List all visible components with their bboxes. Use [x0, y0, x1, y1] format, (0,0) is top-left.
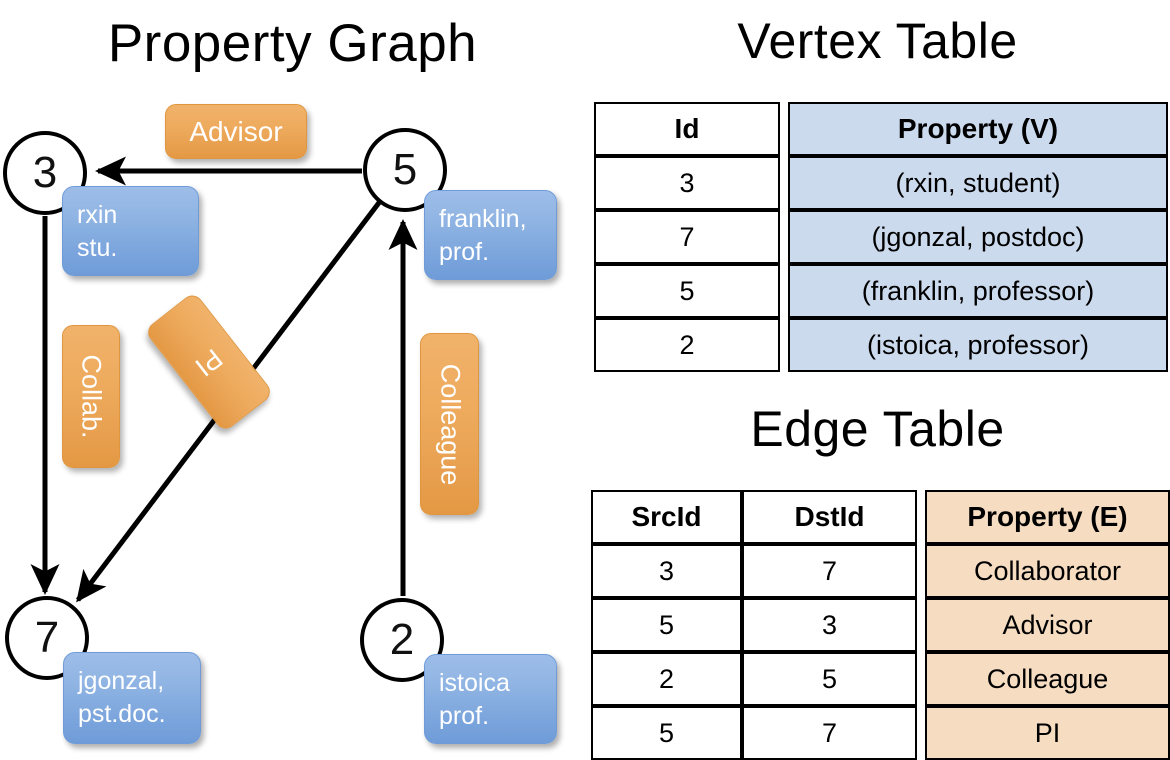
vertex-property-bubble-7-name: jgonzal, [78, 667, 165, 695]
edge-table-gutter [917, 706, 925, 760]
edge-table-gutter [917, 490, 925, 544]
edge-table-cell-src: 3 [591, 544, 742, 598]
property-graph-panel: Property Graph Advisor Collab. PI [3, 14, 557, 744]
vertex-table-cell-property: (franklin, professor) [788, 264, 1168, 318]
edge-label-pi-text: PI [190, 342, 229, 383]
edge-label-advisor-text: Advisor [189, 115, 283, 147]
edge-table-cell-dst: 7 [742, 706, 917, 760]
vertex-table-cell-property: (rxin, student) [788, 156, 1168, 210]
vertex-property-bubble-3[interactable]: rxin stu. [62, 186, 199, 276]
edge-label-collab-text: Collab. [76, 354, 107, 439]
page-title-edge-table: Edge Table [750, 401, 1005, 457]
edge-table-cell-dst: 7 [742, 544, 917, 598]
vertex-table: Id Property (V) 3 (rxin, student) 7 (jgo… [594, 102, 1168, 372]
vertex-table-cell-id: 7 [594, 210, 780, 264]
edge-table: SrcId DstId Property (E) 3 7 Collaborato… [591, 490, 1170, 760]
edge-label-colleague-text: Colleague [435, 363, 465, 485]
edge-table-gutter [917, 598, 925, 652]
edge-table-cell-dst: 3 [742, 598, 917, 652]
vertex-property-bubble-7-role: pst.doc. [78, 700, 166, 728]
vertex-property-bubble-5-name: franklin, [439, 205, 527, 233]
vertex-table-cell-property: (istoica, professor) [788, 318, 1168, 372]
vertex-table-gutter [780, 156, 788, 210]
vertex-property-bubble-2[interactable]: istoica prof. [424, 654, 557, 744]
edge-table-header-property: Property (E) [925, 490, 1170, 544]
edge-label-collab[interactable]: Collab. [62, 325, 120, 468]
vertex-table-cell-id: 2 [594, 318, 780, 372]
page-title-property-graph: Property Graph [107, 14, 478, 73]
vertex-property-bubble-3-name: rxin [77, 201, 118, 229]
edge-table-cell-src: 5 [591, 706, 742, 760]
edge-table-cell-src: 5 [591, 598, 742, 652]
edge-table-cell-property: Advisor [925, 598, 1170, 652]
vertex-table-header-id: Id [594, 102, 780, 156]
vertex-table-header-property: Property (V) [788, 102, 1168, 156]
edge-table-cell-src: 2 [591, 652, 742, 706]
edge-table-gutter [917, 544, 925, 598]
graph-node-3-id: 3 [32, 148, 58, 197]
edge-table-header-srcid: SrcId [591, 490, 742, 544]
vertex-property-bubble-2-name: istoica [439, 669, 510, 697]
vertex-table-gutter [780, 102, 788, 156]
vertex-table-cell-id: 3 [594, 156, 780, 210]
edge-table-cell-property: PI [925, 706, 1170, 760]
edge-label-advisor[interactable]: Advisor [165, 104, 307, 159]
graph-node-5-id: 5 [392, 145, 418, 194]
vertex-property-bubble-5[interactable]: franklin, prof. [424, 190, 557, 280]
vertex-table-gutter [780, 318, 788, 372]
edge-table-cell-property: Collaborator [925, 544, 1170, 598]
edge-label-colleague[interactable]: Colleague [420, 333, 479, 515]
page-title-vertex-table: Vertex Table [737, 13, 1018, 69]
graph-node-5[interactable]: 5 [363, 128, 447, 212]
vertex-property-bubble-7[interactable]: jgonzal, pst.doc. [63, 652, 201, 744]
vertex-table-cell-property: (jgonzal, postdoc) [788, 210, 1168, 264]
edge-table-gutter [917, 652, 925, 706]
vertex-property-bubble-5-role: prof. [439, 238, 490, 266]
vertex-table-gutter [780, 264, 788, 318]
edge-table-cell-dst: 5 [742, 652, 917, 706]
vertex-table-gutter [780, 210, 788, 264]
graph-node-7-id: 7 [34, 613, 60, 662]
vertex-property-bubble-2-role: prof. [439, 702, 490, 730]
graph-node-2-id: 2 [389, 615, 415, 664]
graph-node-2[interactable]: 2 [360, 598, 444, 682]
edge-table-header-dstid: DstId [742, 490, 917, 544]
vertex-property-bubble-3-role: stu. [77, 234, 118, 262]
vertex-table-cell-id: 5 [594, 264, 780, 318]
edge-table-cell-property: Colleague [925, 652, 1170, 706]
